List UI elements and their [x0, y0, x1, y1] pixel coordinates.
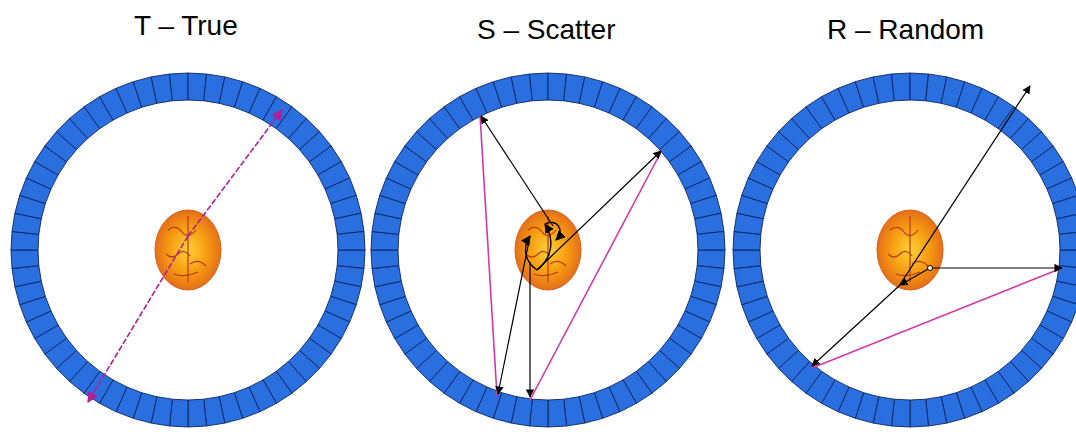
detector-block [511, 74, 532, 103]
panel-title: S – Scatter [477, 15, 616, 46]
detector-block [371, 250, 399, 269]
detector-block [530, 73, 549, 101]
detector-block [12, 266, 41, 287]
brain-image [155, 210, 221, 290]
detector-block [204, 397, 225, 426]
detector-block [170, 73, 189, 101]
detector-block [564, 397, 585, 426]
detector-block [335, 213, 364, 234]
detector-block [910, 399, 929, 427]
brain-image [515, 210, 581, 290]
detector-block [873, 74, 894, 103]
detector-block [697, 232, 725, 251]
panel-title: R – Random [827, 15, 984, 46]
detector-block [892, 73, 911, 101]
detector-ring [371, 73, 725, 427]
detector-block [926, 397, 947, 426]
detector-block [372, 266, 401, 287]
true-event [88, 110, 282, 402]
detector-block [1057, 213, 1076, 234]
detector-block [734, 266, 763, 287]
detector-block [11, 250, 39, 269]
detector-ring [733, 73, 1076, 427]
random-events [812, 86, 1062, 368]
detector-ring [11, 73, 365, 427]
brain-image [877, 210, 943, 290]
detector-block [548, 399, 567, 427]
scatter-events [480, 115, 662, 400]
detector-block [151, 74, 172, 103]
detector-block [1059, 232, 1076, 251]
detector-block [733, 250, 761, 269]
panel-title: T – True [134, 11, 238, 42]
detector-block [188, 399, 207, 427]
detector-block [695, 213, 724, 234]
detector-block [337, 232, 365, 251]
